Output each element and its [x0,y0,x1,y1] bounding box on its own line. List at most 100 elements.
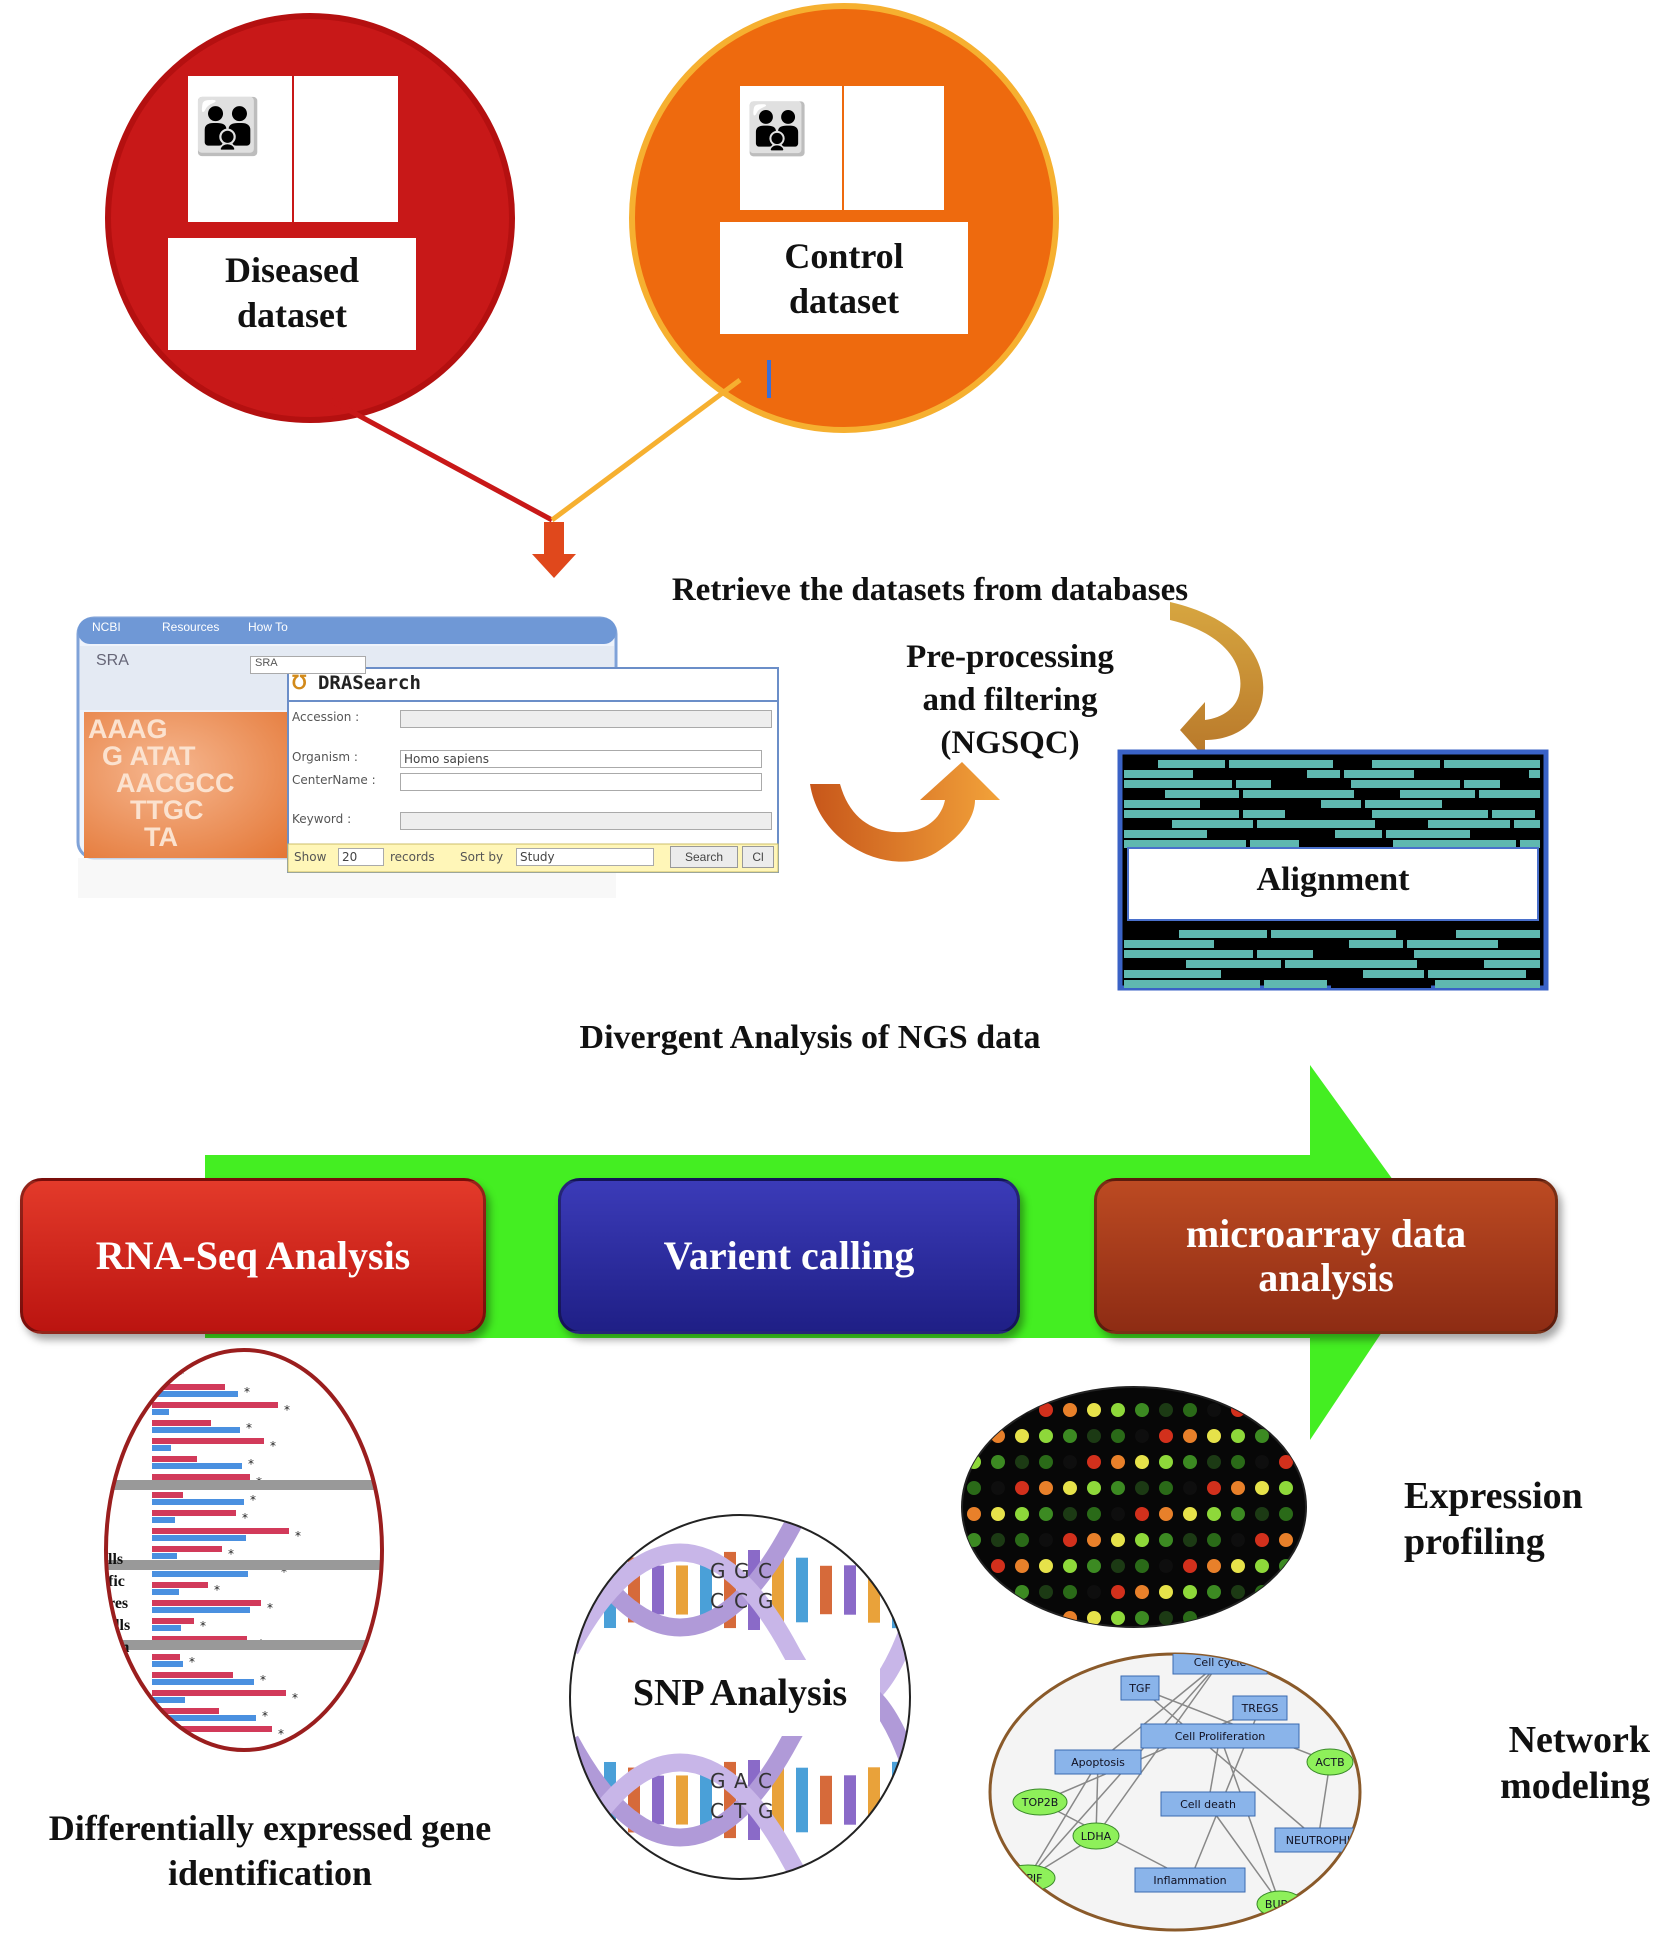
chart-bar-red [152,1618,194,1624]
dna-base-pair [700,1767,712,1833]
microarray-spot [1279,1429,1293,1443]
microarray-spot [1039,1533,1053,1547]
microarray-spot [1231,1481,1245,1495]
clear-button[interactable]: Cl [742,846,774,868]
microarray-spot [1015,1507,1029,1521]
microarray-spot [1063,1429,1077,1443]
dna-base-letter: T [733,1799,747,1823]
centername-input[interactable] [400,773,762,791]
alignment-read [1344,770,1414,778]
chart-significance-mark: * [228,1547,234,1561]
microarray-spot [1015,1455,1029,1469]
chart-bar-blue [152,1409,169,1415]
dna-base-letter: G [710,1769,726,1793]
network-edge [1207,1803,1281,1905]
microarray-spot [1231,1455,1245,1469]
sra-sequence-image [84,712,294,858]
network-node [1140,1723,1300,1749]
sra-nav-howto[interactable]: How To [248,620,288,634]
microarray-spot [1063,1533,1077,1547]
network-edge [1027,1761,1099,1879]
microarray-spot [1135,1507,1149,1521]
alignment-read [1351,780,1460,788]
search-button[interactable]: Search [670,846,738,868]
microarray-spot [1063,1559,1077,1573]
microarray-analysis-button[interactable]: microarray data analysis [1094,1178,1558,1334]
sra-nav-resources[interactable]: Resources [162,620,220,634]
control-dataset-circle [629,3,1059,433]
sra-nav-logo[interactable]: NCBI [92,620,121,634]
dna-base-letter: C [758,1769,772,1793]
accession-input[interactable] [400,710,772,728]
chart-divider [106,1560,382,1570]
dna-base-pair [844,1565,856,1615]
microarray-spot [1087,1507,1101,1521]
microarray-spot [1111,1533,1125,1547]
microarray-spot [1039,1585,1053,1599]
dna-base-pair [868,1767,880,1833]
diseased-dataset-label: Diseased dataset [168,238,416,350]
chart-bar-blue [152,1553,177,1559]
chart-bar-red [152,1744,205,1750]
network-node-label: ACTB [1315,1756,1344,1769]
show-select[interactable] [338,848,384,866]
alignment-read [1474,830,1540,838]
chart-significance-mark: * [270,1439,276,1453]
alignment-read [1124,780,1232,788]
chart-significance-mark: * [248,1457,254,1471]
microarray-spot [1159,1507,1173,1521]
microarray-spot [991,1429,1005,1443]
organism-input[interactable] [400,750,762,768]
records-label: records [390,850,435,864]
alignment-read [1479,790,1540,798]
microarray-spot [1207,1403,1221,1417]
microarray-label-line2: analysis [1258,1255,1394,1300]
chart-bar-blue [152,1607,250,1613]
microarray-spot [991,1507,1005,1521]
alignment-read [1197,770,1303,778]
microarray-spot [1135,1611,1149,1625]
sequence-line: G ATAT [102,741,196,771]
sortby-select[interactable] [516,848,654,866]
alignment-read [1211,830,1331,838]
alignment-read [1372,760,1440,768]
chart-significance-mark: * [281,1565,287,1579]
dna-base-pair [676,1565,688,1615]
sequence-line: TA [144,822,178,852]
chart-bar-red [152,1420,211,1426]
microarray-spot [1231,1429,1245,1443]
network-line1: Network [1508,1719,1650,1761]
alignment-read [1414,950,1540,958]
variant-calling-button[interactable]: Varient calling [558,1178,1020,1334]
control-label-line1: Control [784,236,904,276]
alignment-read [1435,980,1540,988]
alignment-read [1285,960,1417,968]
microarray-spot [991,1559,1005,1573]
alignment-read [1492,810,1535,818]
alignment-read [1539,810,1540,818]
microarray-spot [967,1585,981,1599]
microarray-spot [1255,1403,1269,1417]
microarray-spot [1015,1559,1029,1573]
microarray-spot [967,1429,981,1443]
alignment-read [1289,810,1368,818]
microarray-spot [1087,1403,1101,1417]
microarray-spot [1159,1455,1173,1469]
keyword-input[interactable] [400,812,772,830]
rnaseq-analysis-button[interactable]: RNA-Seq Analysis [20,1178,486,1334]
alignment-read [1418,770,1525,778]
microarray-spot [1231,1533,1245,1547]
alignment-read [1321,800,1361,808]
microarray-spot [1255,1507,1269,1521]
chart-bar-red [152,1456,197,1462]
alignment-read [1250,840,1299,848]
chart-significance-mark: * [250,1493,256,1507]
deg-line2: identification [168,1853,372,1893]
down-arrow-head [532,554,576,578]
sra-db-select[interactable]: SRA [250,656,366,674]
microarray-spot [1135,1455,1149,1469]
microarray-spot [991,1585,1005,1599]
expression-line2: profiling [1404,1520,1545,1563]
microarray-spot [1279,1507,1293,1521]
microarray-spot [1207,1585,1221,1599]
